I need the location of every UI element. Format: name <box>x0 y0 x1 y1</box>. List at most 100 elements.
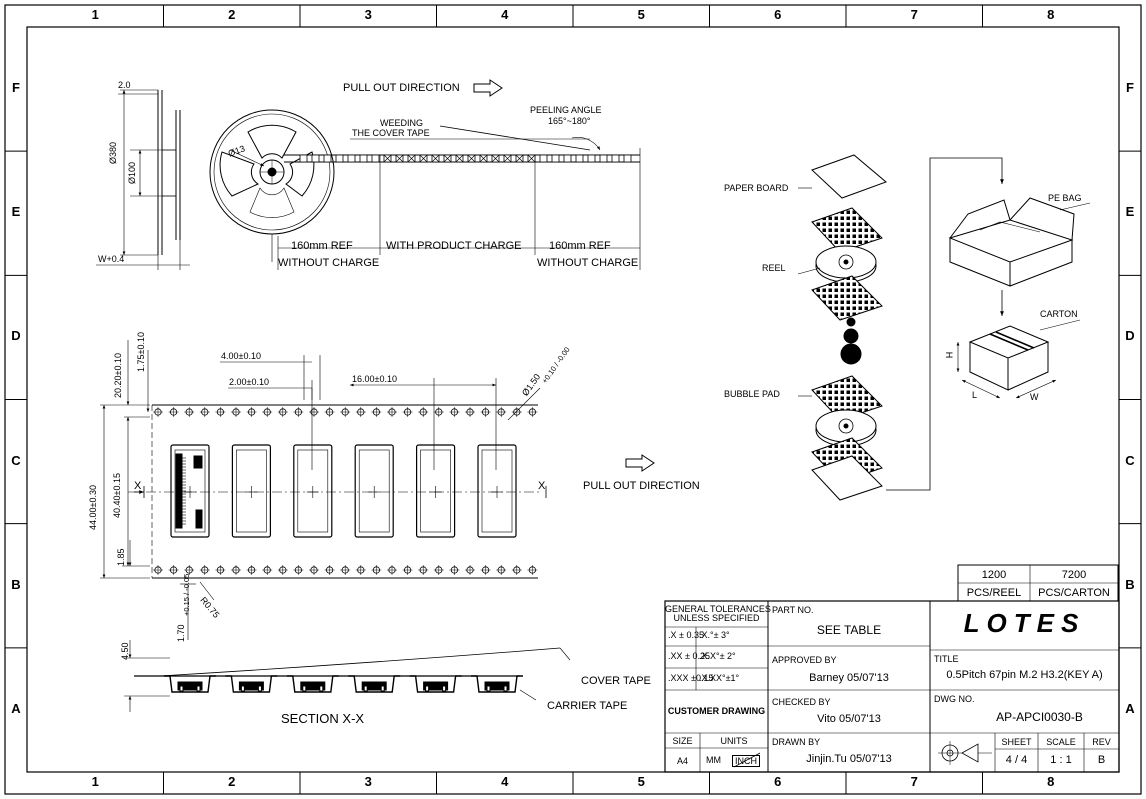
zone-col-label: 5 <box>637 774 645 789</box>
tape-section-3-bottom: WITHOUT CHARGE <box>537 257 639 269</box>
tape-strip <box>277 79 641 270</box>
section-mark-right: X <box>538 480 546 492</box>
section-title: SECTION X-X <box>281 711 365 726</box>
tolerance-linear: .XXX ±0.15 <box>668 673 714 683</box>
carrier-tape-label: CARRIER TAPE <box>547 700 628 712</box>
sheet-label: SHEET <box>1001 737 1032 747</box>
tape-pocket <box>551 154 560 163</box>
checked-by-label: CHECKED BY <box>772 697 831 707</box>
zone-col-label: 8 <box>1047 774 1055 789</box>
section-mark-left: X <box>134 480 142 492</box>
zone-row-label: E <box>11 204 21 220</box>
part-no-label: PART NO. <box>772 605 814 615</box>
reel-outer-dim: Ø380 <box>108 141 118 164</box>
paper-board-label: PAPER BOARD <box>724 183 789 193</box>
zone-row-label: D <box>1125 328 1135 344</box>
tape-section-3-top: 160mm REF <box>549 240 611 252</box>
thickness-tolerance: +0.15 / -0.05 <box>182 573 191 616</box>
pull-out-direction-label: PULL OUT DIRECTION <box>583 480 700 492</box>
zone-col-label: 3 <box>364 7 372 22</box>
peeling-label-2: 165°~180° <box>548 116 591 126</box>
dwg-no-value: AP-APCI0030-B <box>996 710 1083 724</box>
title-label: TITLE <box>934 654 959 664</box>
pe-bag-box <box>948 197 1091 316</box>
section-height-dim: 4.50 <box>120 642 130 660</box>
tape-width-dim: 44.00±0.30 <box>88 485 98 530</box>
weeding-label-1: WEEDING <box>380 118 424 128</box>
tolerance-angular: .X.°± 3° <box>699 630 730 640</box>
company-logo: LOTES <box>963 608 1086 638</box>
zone-row-label: B <box>11 576 21 592</box>
tape-pocket <box>347 154 356 163</box>
zone-row-label: C <box>1125 452 1135 468</box>
tape-pocket <box>299 154 308 163</box>
scale-value: 1 : 1 <box>1050 754 1072 766</box>
packing-exploded-view <box>797 154 1004 501</box>
tolerance-header-2: UNLESS SPECIFIED <box>673 613 760 623</box>
zone-col-label: 6 <box>774 774 782 789</box>
reel-label: REEL <box>762 263 786 273</box>
tape-pocket <box>539 154 548 163</box>
pocket-pitch-dim: 16.00±0.10 <box>352 374 397 384</box>
zone-col-label: 4 <box>501 774 509 789</box>
checked-by-value: Vito 05/07'13 <box>817 713 881 725</box>
zone-row-label: B <box>1125 576 1135 592</box>
bubble-pad-label: BUBBLE PAD <box>724 389 780 399</box>
section-pocket <box>286 675 339 693</box>
zone-row-label: E <box>1125 204 1135 220</box>
tape-section-1-bottom: WITHOUT CHARGE <box>278 257 380 269</box>
zone-row-label: D <box>11 328 21 344</box>
carrier-tape-top-view <box>100 340 655 640</box>
top-offset-dim: 20.20±0.10 <box>113 353 123 398</box>
title-block-grid <box>664 600 1120 773</box>
zone-col-label: 1 <box>91 7 99 22</box>
carton-w-dim: W <box>1030 392 1039 402</box>
pitch-dim: 4.00±0.10 <box>221 351 261 361</box>
sheet-value: 4 / 4 <box>1005 754 1028 766</box>
tape-pocket <box>371 154 380 163</box>
pull-out-top-label: PULL OUT DIRECTION <box>343 82 460 94</box>
tape-pocket <box>611 154 620 163</box>
tape-pocket <box>323 154 332 163</box>
carrier-pocket <box>416 444 456 538</box>
tape-pocket <box>575 154 584 163</box>
carton-h-dim: H <box>944 351 955 359</box>
rev-label: REV <box>1092 737 1111 747</box>
zone-ticks <box>5 5 1141 794</box>
zone-col-label: 6 <box>774 7 782 22</box>
tolerance-angular: .X.X°± 2° <box>699 651 736 661</box>
carrier-pocket <box>170 444 210 538</box>
carton-qty: 7200 <box>1061 569 1087 581</box>
drawn-by-label: DRAWN BY <box>772 737 821 747</box>
half-pitch-dim: 2.00±0.10 <box>229 377 269 387</box>
reel-front-view <box>209 109 335 262</box>
part-no-value: SEE TABLE <box>816 623 882 637</box>
tape-pocket <box>587 154 596 163</box>
zone-col-label: 3 <box>364 774 372 789</box>
reel-hub-dim: Ø100 <box>127 161 137 184</box>
size-value: A4 <box>676 756 688 766</box>
zone-row-label: A <box>11 700 21 716</box>
tape-pocket <box>335 154 344 163</box>
zone-col-label: 7 <box>910 774 918 789</box>
tape-pocket <box>623 154 632 163</box>
approved-by-label: APPROVED BY <box>772 655 837 665</box>
tape-pocket <box>563 154 572 163</box>
tape-pocket <box>599 154 608 163</box>
title-value: 0.5Pitch 67pin M.2 H3.2(KEY A) <box>946 669 1103 681</box>
zone-col-label: 2 <box>228 7 236 22</box>
zone-col-label: 1 <box>91 774 99 789</box>
tolerance-angular: .X.XX°±1° <box>699 673 740 683</box>
reel-width-dim: W+0.4 <box>98 254 125 264</box>
zone-col-label: 4 <box>501 7 509 22</box>
carton-box <box>956 319 1081 399</box>
section-pocket <box>348 675 401 693</box>
reel-qty: 1200 <box>981 569 1007 581</box>
tape-section-1-top: 160mm REF <box>291 240 353 252</box>
section-pocket <box>164 675 216 693</box>
pocket-span-dim: 40.40±0.15 <box>112 473 122 518</box>
carton-label: CARTON <box>1040 309 1078 319</box>
approved-by-value: Barney 05/07'13 <box>809 672 889 684</box>
zone-row-label: A <box>1125 700 1135 716</box>
